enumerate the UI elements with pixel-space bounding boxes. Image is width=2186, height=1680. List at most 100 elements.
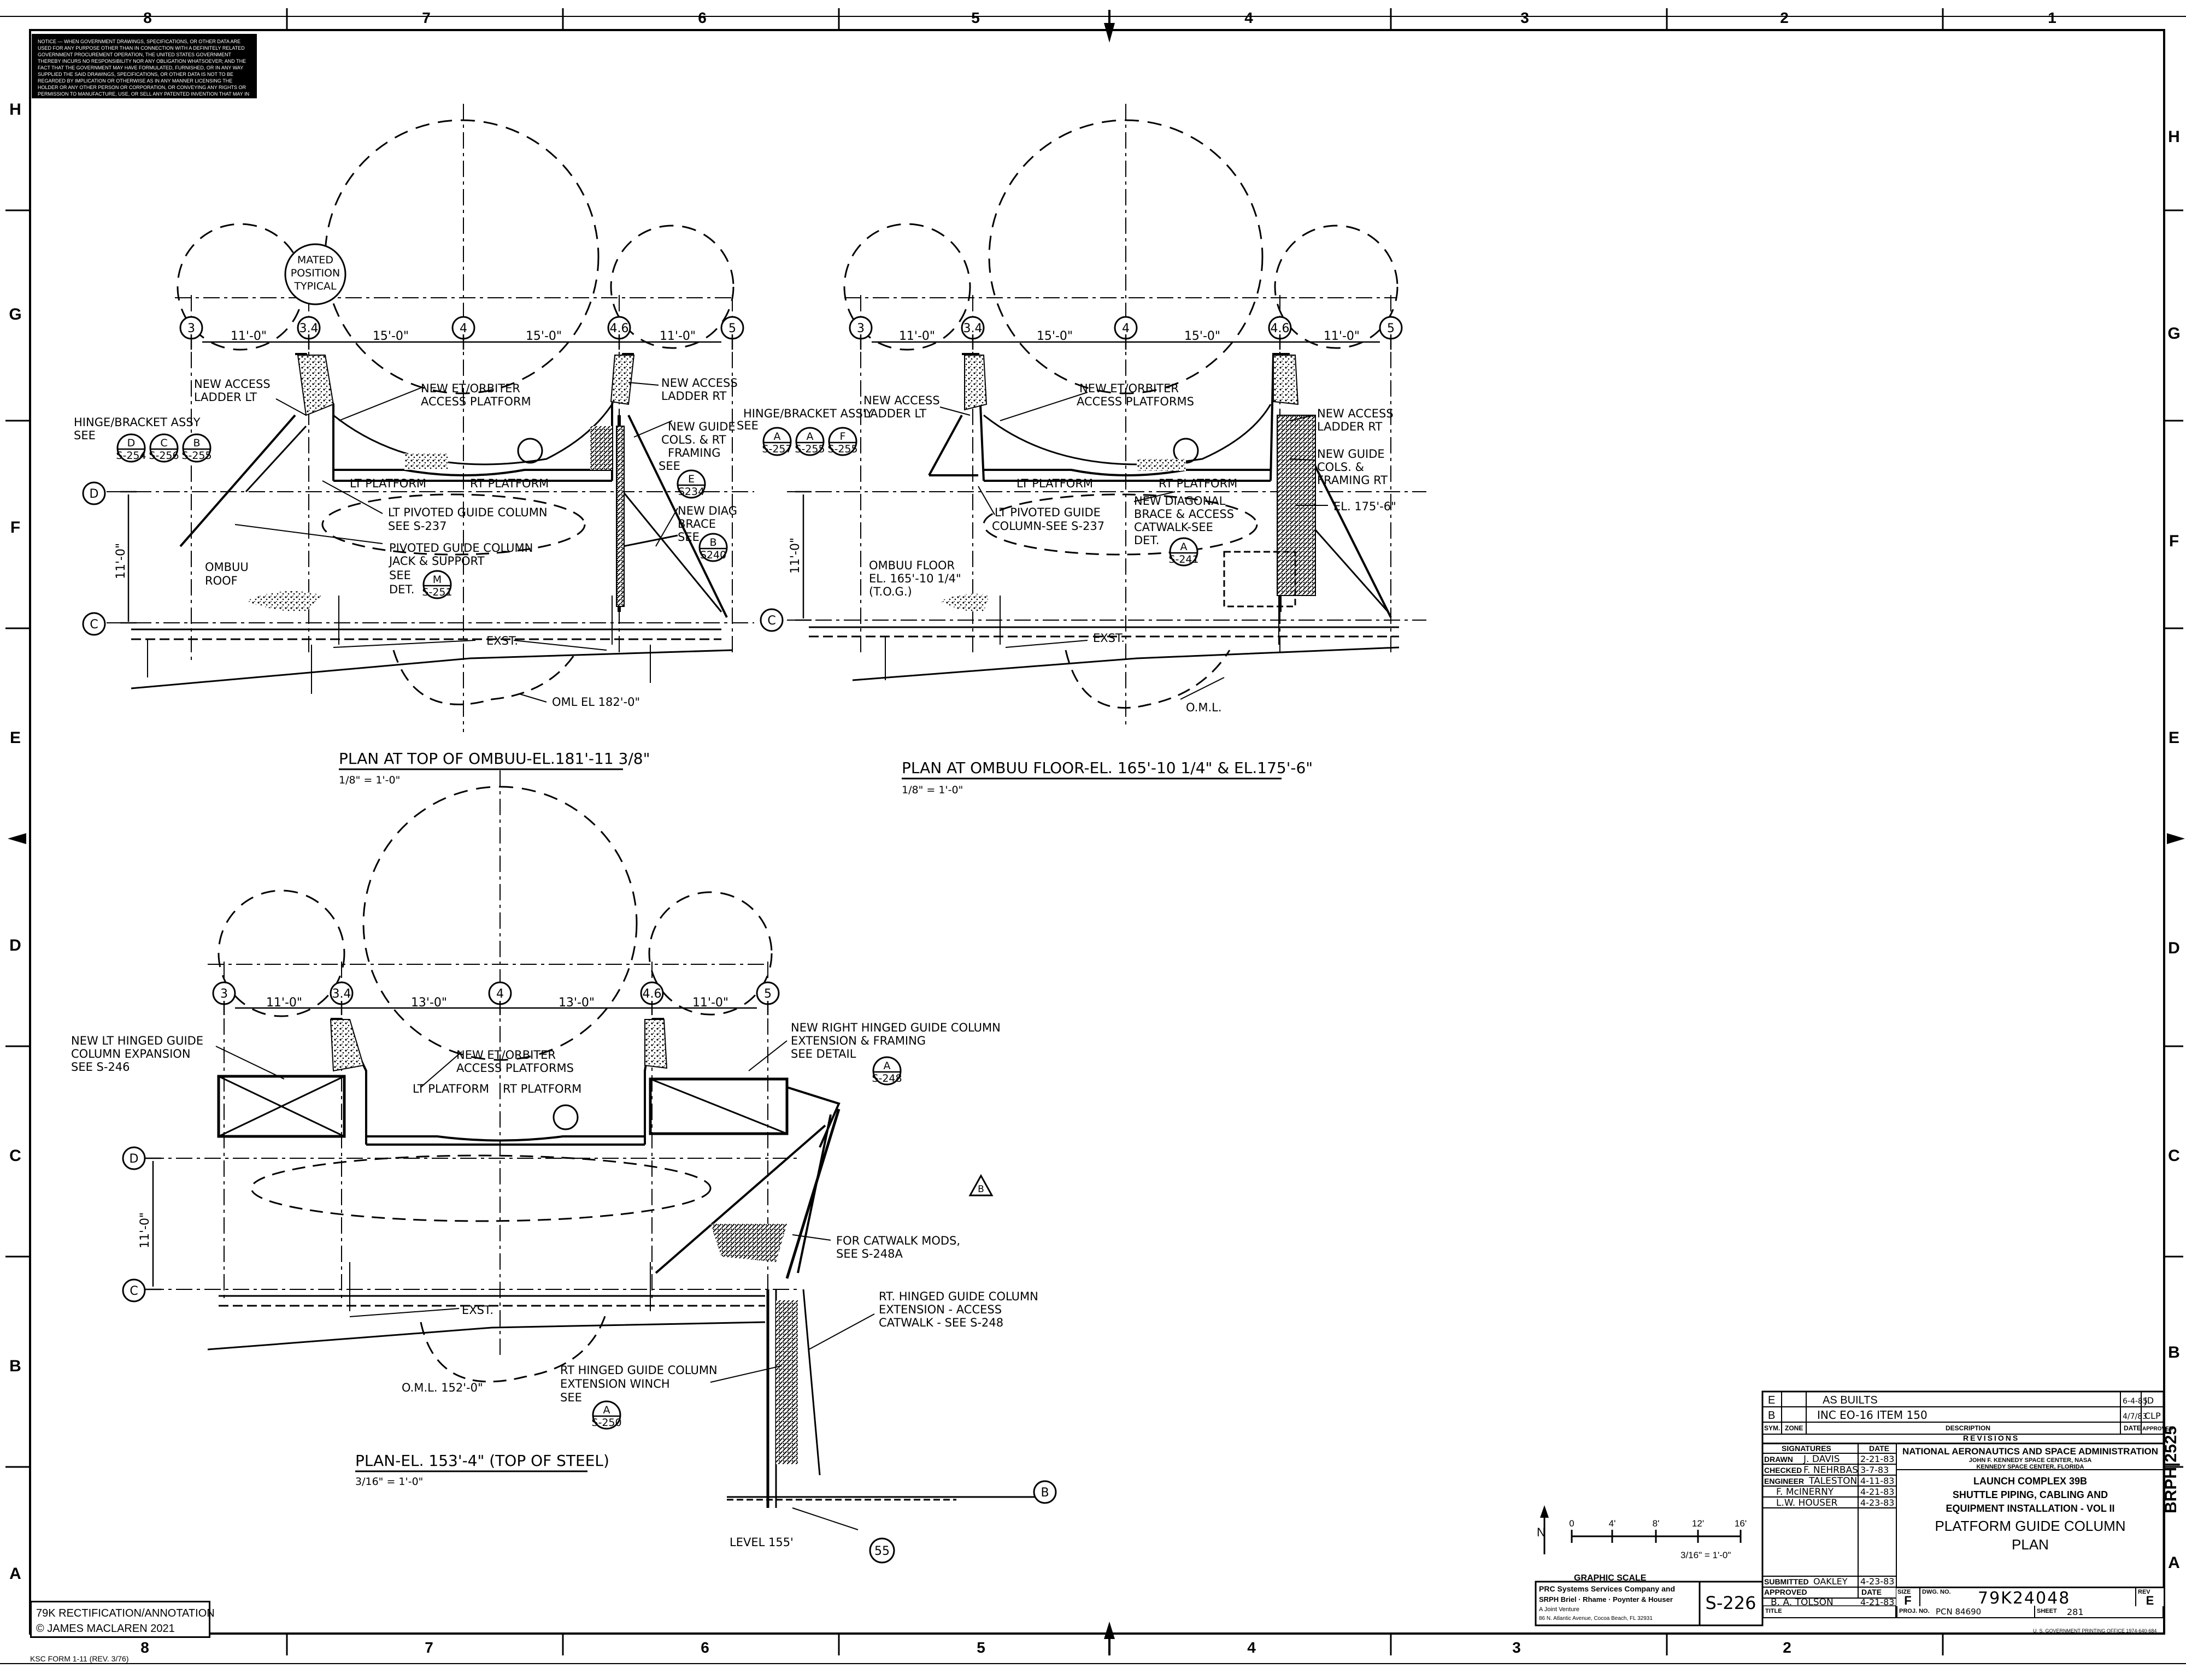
- grid-label: 3.4: [963, 322, 983, 335]
- row-bubble-label: D: [90, 487, 99, 501]
- detail-letter: A: [1180, 541, 1188, 553]
- callout: NEW ET/ORBITER: [1079, 382, 1179, 395]
- callout: LT PIVOTED GUIDE COLUMN: [388, 506, 548, 519]
- column-label: 5: [971, 9, 980, 26]
- drawing-title: PLATFORM GUIDE COLUMN: [1935, 1518, 2125, 1534]
- view-title: PLAN-EL. 153'-4" (TOP OF STEEL): [355, 1452, 609, 1470]
- revision-approved: JD: [2144, 1395, 2154, 1406]
- view-title: PLAN AT TOP OF OMBUU-EL.181'-11 3/8": [339, 750, 650, 768]
- dimension-label: 11'-0": [231, 329, 267, 343]
- callout: CATWALK-SEE: [1134, 521, 1213, 534]
- callout: BRACE: [678, 517, 716, 530]
- detail-sheet: S234: [678, 486, 704, 498]
- scale-label: GRAPHIC SCALE: [1574, 1573, 1647, 1583]
- grid-label: 3: [187, 322, 195, 335]
- row-bubble-label: C: [767, 614, 775, 628]
- proj-label: PROJ. NO.: [1899, 1608, 1930, 1614]
- callout: EL. 175'-6": [1333, 500, 1396, 513]
- signatures-header: SIGNATURES: [1782, 1444, 1831, 1453]
- drawing-number-row: SIZE F DWG. NO. 79K24048 REV E: [1896, 1587, 2164, 1608]
- annotation-stamp: 79K RECTIFICATION/ANNOTATION © JAMES MAC…: [30, 1601, 215, 1638]
- detail-letter: B: [193, 437, 200, 449]
- approved-role: APPROVED: [1764, 1588, 1807, 1596]
- contractor-line: SRPH Briel · Rhame · Poynter & Houser: [1539, 1595, 1673, 1604]
- project-line: LAUNCH COMPLEX 39B: [1973, 1476, 2087, 1487]
- callout: EXTENSION WINCH: [560, 1377, 670, 1390]
- row-label: G: [2167, 325, 2180, 343]
- pad-circles: [218, 786, 773, 1061]
- scale-ratio: 3/16" = 1'-0": [1680, 1550, 1731, 1560]
- callout: O.M.L. 152'-0": [402, 1381, 483, 1394]
- detail-sheet: S-250: [591, 1417, 621, 1429]
- plan-2-ombuu-floor: 3 3.4 4 4.6 5 C 11'-0" 15'-0" 15'-0" 11'…: [737, 104, 1426, 796]
- scale-tick: 8': [1653, 1518, 1660, 1529]
- form-number: KSC FORM 1-11 (REV. 3/76): [30, 1654, 129, 1663]
- mated-label: POSITION: [291, 267, 340, 279]
- callout: SEE S-237: [388, 520, 447, 533]
- view-scale: 3/16" = 1'-0": [355, 1476, 423, 1488]
- submitted-date: 4-23-83: [1860, 1576, 1894, 1587]
- row-bubble-label: D: [130, 1152, 139, 1166]
- grid-label: 3: [857, 322, 865, 335]
- callout: SEE: [678, 530, 700, 544]
- grid-label: 3: [220, 987, 228, 1001]
- pad-circles: [843, 119, 1398, 394]
- row-label: G: [9, 305, 21, 323]
- contractor-line: PRC Systems Services Company and: [1539, 1584, 1675, 1593]
- grid-label: 4: [1122, 322, 1130, 335]
- callout: COLS. &: [1317, 461, 1364, 474]
- callout: SEE: [560, 1391, 582, 1404]
- callout: NEW ACCESS: [661, 376, 738, 390]
- leader-lines: [234, 382, 678, 703]
- signature-role: ENGINEER: [1764, 1477, 1804, 1486]
- column-label: 7: [422, 9, 431, 26]
- column-label: 4: [1247, 1639, 1256, 1656]
- dimension-label: 13'-0": [411, 996, 447, 1010]
- dimension-label: 11'-0": [266, 996, 302, 1010]
- signature-name: L.W. HOUSER: [1776, 1498, 1838, 1508]
- row-dimension-label: 11'-0": [789, 538, 802, 574]
- signature-date: 4-11-83: [1860, 1476, 1894, 1486]
- platform-label: LT PLATFORM: [1016, 477, 1093, 490]
- detail-letter: A: [807, 431, 814, 443]
- submitted-name: OAKLEY: [1813, 1576, 1848, 1587]
- size-label: SIZE: [1897, 1589, 1911, 1595]
- detail-sheet: S-255: [827, 443, 857, 455]
- platform-label: RT PLATFORM: [503, 1082, 581, 1095]
- grid-label: 5: [728, 322, 736, 335]
- detail-sheet: S-241: [1168, 553, 1198, 565]
- mated-label: MATED: [297, 254, 333, 266]
- callout: COLS. & RT: [661, 433, 726, 446]
- submitted-role: SUBMITTED: [1764, 1577, 1809, 1586]
- dimension-line: [190, 334, 733, 350]
- callout: EXST.: [462, 1304, 493, 1317]
- center-name: JOHN F. KENNEDY SPACE CENTER, NASA: [1969, 1457, 2092, 1464]
- callout: SEE S-248A: [836, 1247, 903, 1260]
- signature-role: DRAWN: [1764, 1455, 1793, 1464]
- drawing-number: 79K24048: [1978, 1589, 2071, 1608]
- row-dimension-label: 11'-0": [138, 1212, 152, 1248]
- detail-letter: A: [774, 431, 781, 443]
- title-row: TITLE: [1762, 1606, 1896, 1618]
- column-label: 6: [698, 9, 707, 26]
- detail-sheet: S-256: [149, 450, 179, 462]
- signature-name: F. McINERNY: [1776, 1487, 1834, 1498]
- approved-date: 4-21-83: [1860, 1597, 1894, 1607]
- callout: FRAMING: [668, 446, 720, 459]
- detail-sheet: S-255: [181, 450, 211, 462]
- signature-date: 2-21-83: [1860, 1454, 1894, 1464]
- row-label: E: [2169, 729, 2179, 747]
- column-label: 8: [143, 9, 152, 26]
- column-label: 7: [425, 1639, 433, 1656]
- scale-tick: 4': [1609, 1518, 1616, 1529]
- row-label: D: [2168, 939, 2180, 957]
- detail-letter: M: [433, 574, 442, 586]
- border-row-labels: H G F E D C B A H G F E D C B A: [9, 101, 2180, 1583]
- view-title: PLAN AT OMBUU FLOOR-EL. 165'-10 1/4" & E…: [902, 759, 1313, 777]
- contractor-block: PRC Systems Services Company and SRPH Br…: [1535, 1581, 1764, 1626]
- level-bubble-label: 55: [874, 1545, 890, 1558]
- row-bubble-label: C: [130, 1284, 138, 1298]
- callout: NEW LT HINGED GUIDE: [71, 1034, 203, 1047]
- callout: NEW ACCESS: [863, 394, 940, 407]
- project-line: SHUTTLE PIPING, CABLING AND: [1953, 1489, 2108, 1500]
